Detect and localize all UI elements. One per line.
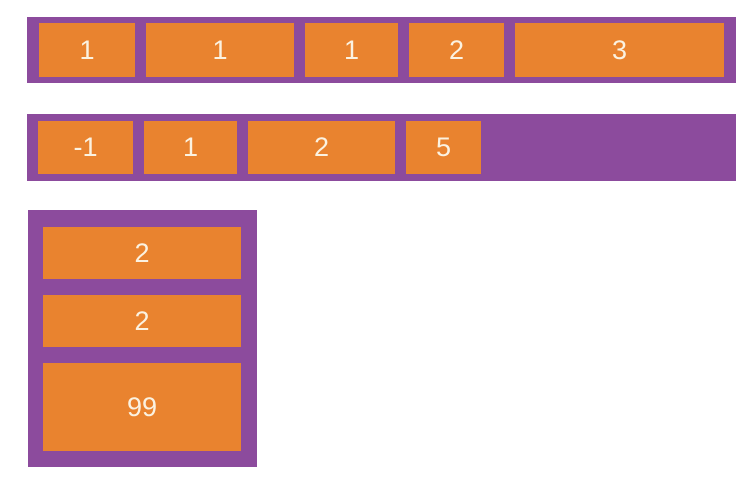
flex-item: 1 [39,23,135,77]
flex-item: 1 [144,121,237,174]
flex-item: -1 [38,121,133,174]
flex-item: 2 [248,121,395,174]
flex-item: 2 [409,23,504,77]
flex-item: 2 [43,295,241,347]
flex-item: 2 [43,227,241,279]
flex-item: 99 [43,363,241,451]
flex-item: 5 [406,121,481,174]
flex-container-column: 2 2 99 [28,210,257,467]
flex-item: 1 [305,23,398,77]
flex-item: 1 [146,23,294,77]
flex-item: 3 [515,23,724,77]
